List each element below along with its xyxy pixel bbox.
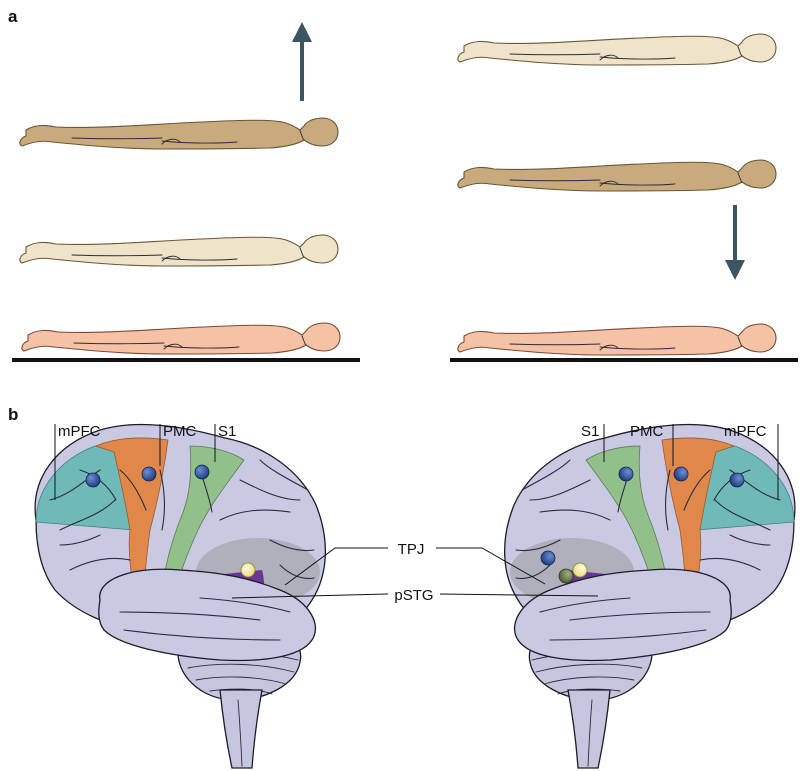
- label-mpfc-left: mPFC: [58, 423, 101, 440]
- figure-right-top-pale: [458, 34, 776, 65]
- figure-right-bottom-pink: [458, 324, 776, 355]
- activation-dot-mpfc-right: [730, 473, 744, 487]
- floor-left: [12, 358, 360, 362]
- arrow-up-icon: [292, 22, 312, 101]
- activation-dot-s1-right: [619, 467, 633, 481]
- brain-right: [505, 425, 795, 768]
- activation-dot-pmc-left: [142, 467, 156, 481]
- panel-b-label: b: [8, 405, 18, 424]
- label-mpfc-right: mPFC: [724, 423, 767, 440]
- label-s1-left: S1: [218, 423, 236, 440]
- activation-dot-s1-left: [195, 465, 209, 479]
- label-pmc-right: PMC: [630, 423, 664, 440]
- figure-left-middle-pale: [20, 235, 338, 266]
- floor-right: [450, 358, 798, 362]
- activation-dot-mpfc-left: [86, 473, 100, 487]
- figure-right-middle-tan: [458, 160, 776, 191]
- arrow-down-icon: [725, 205, 745, 280]
- activation-dot-tpj-blue-right: [541, 551, 555, 565]
- figure-left-bottom-pink: [22, 323, 340, 354]
- panel-a-label: a: [8, 7, 18, 26]
- figure-left-top-tan: [20, 118, 338, 149]
- activation-dot-tpj-yellow-right: [573, 563, 587, 577]
- label-s1-right: S1: [581, 423, 599, 440]
- label-pstg: pSTG: [394, 587, 433, 604]
- activation-dot-tpj-left: [241, 563, 255, 577]
- label-tpj: TPJ: [398, 541, 425, 558]
- activation-dot-tpj-green-right: [559, 569, 573, 583]
- activation-dot-pmc-right: [674, 467, 688, 481]
- label-pmc-left: PMC: [163, 423, 197, 440]
